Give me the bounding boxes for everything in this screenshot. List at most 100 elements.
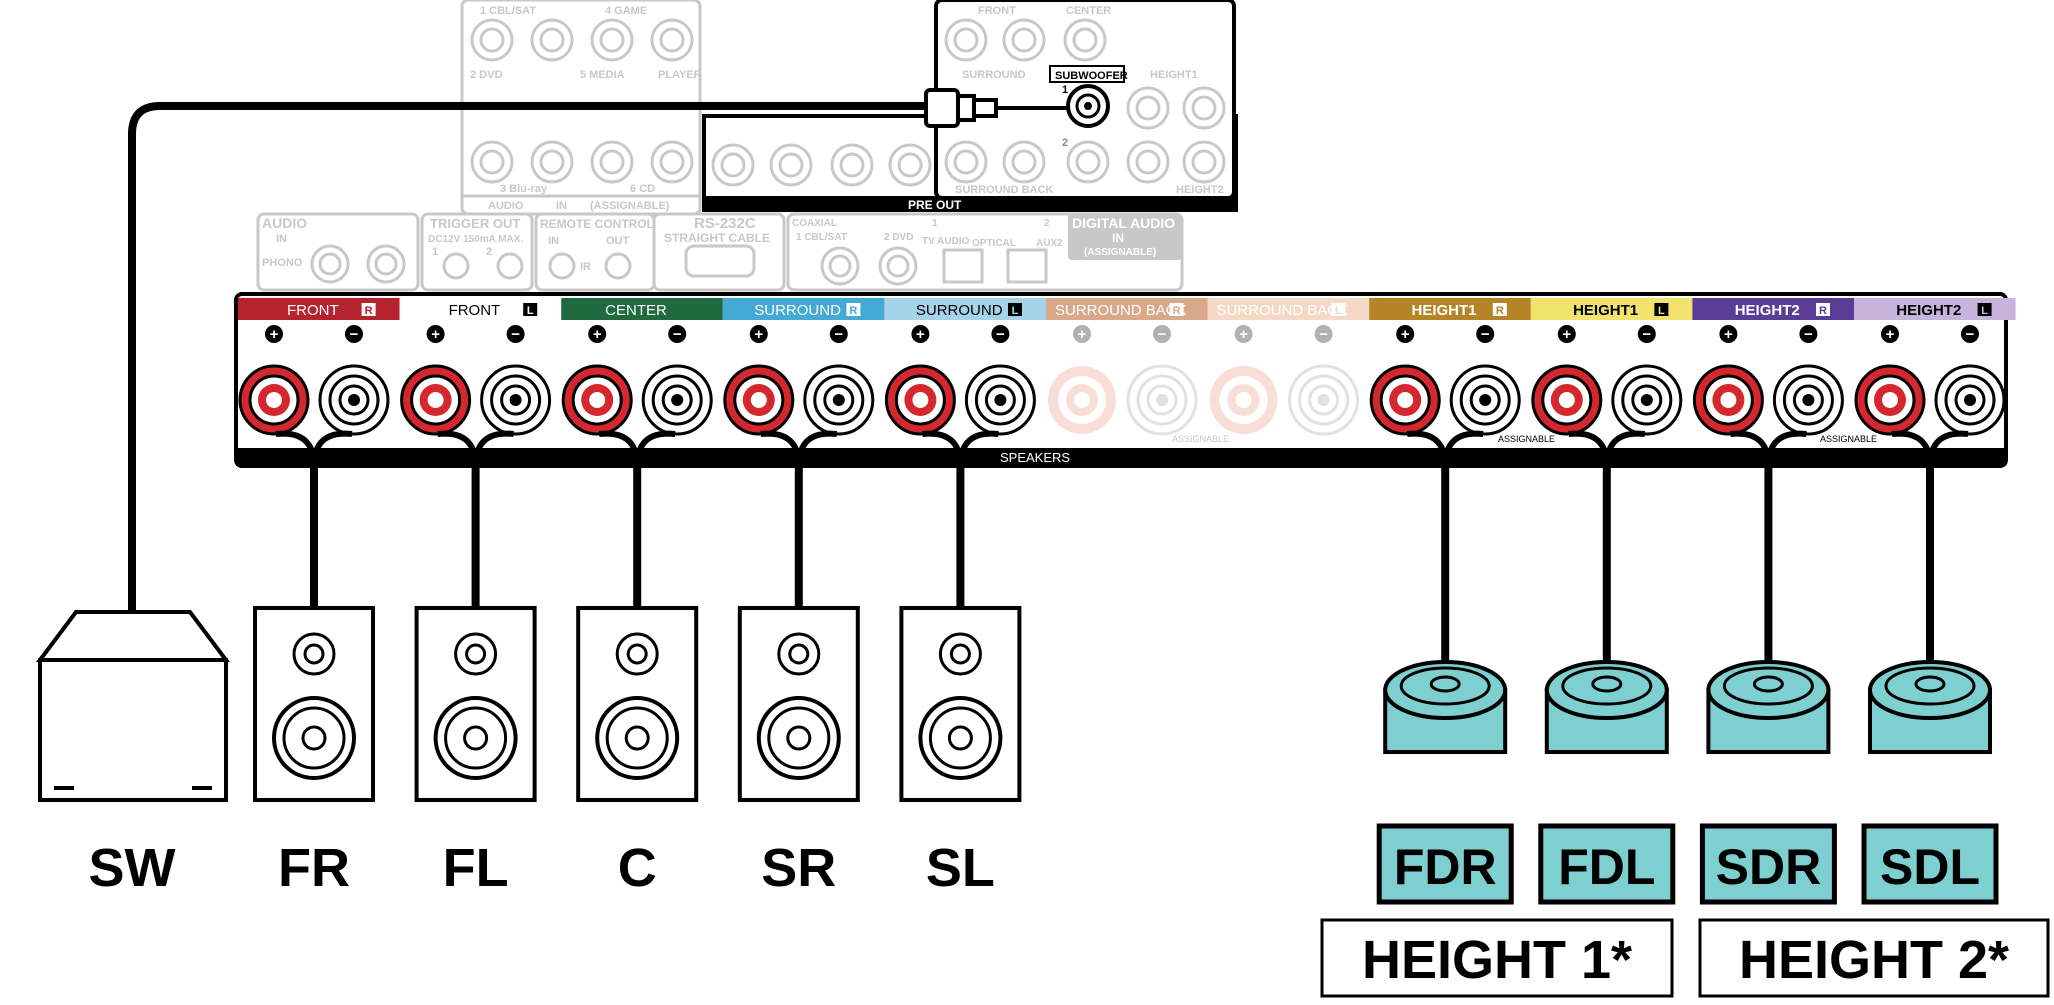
mid-row-panel (256, 212, 1184, 292)
subwoofer-jack[interactable] (1066, 84, 1110, 128)
input-label: 2 DVD (470, 69, 502, 81)
floor-speaker-sr: SR (737, 606, 860, 898)
pre-out-label: PRE OUT (908, 198, 962, 212)
svg-text:+: + (1401, 326, 1410, 343)
negative-post[interactable] (1126, 364, 1198, 436)
height-speaker-label: FDR (1394, 839, 1497, 895)
minus-icon: − (1961, 325, 1979, 343)
input-label: 3 Blu-ray (500, 183, 548, 195)
mid-label: 2 (1044, 218, 1050, 229)
negative-post[interactable] (480, 364, 552, 436)
minus-icon: − (345, 325, 363, 343)
positive-post[interactable] (884, 364, 956, 436)
negative-post[interactable] (803, 364, 875, 436)
wire-fork (922, 430, 999, 467)
positive-post[interactable] (400, 364, 472, 436)
side-badge (1169, 303, 1184, 316)
side-badge-letter: R (1173, 305, 1181, 317)
wire-fork (437, 430, 514, 467)
plus-icon: + (1719, 325, 1738, 343)
height-speaker-fdr: FDR (1376, 660, 1514, 905)
negative-post[interactable] (641, 364, 713, 436)
floor-speaker-label: SR (761, 838, 836, 898)
svg-text:−: − (673, 326, 682, 343)
side-badge-letter: L (1335, 305, 1342, 317)
terminal-label: SURROUND (916, 302, 1003, 319)
svg-text:−: − (996, 326, 1005, 343)
pre-out-surround-label: SURROUND (962, 69, 1026, 81)
side-badge (523, 303, 538, 316)
wire-fork (1730, 430, 1807, 467)
positive-post[interactable] (561, 364, 633, 436)
negative-post[interactable] (1772, 364, 1844, 436)
positive-post[interactable] (238, 364, 310, 436)
assignable-label: ASSIGNABLE (1172, 434, 1229, 444)
terminal-label: SURROUND BACK (1217, 302, 1349, 319)
negative-post[interactable] (318, 364, 390, 436)
terminal-color-band (1207, 298, 1370, 320)
minus-icon: − (668, 325, 687, 343)
plus-icon: + (1234, 325, 1253, 343)
mid-label: 1 (432, 246, 438, 258)
pre-out-front-label: FRONT (978, 5, 1016, 17)
speaker-terminal-1[interactable]: FRONT R + − (238, 298, 400, 467)
svg-text:+: + (270, 326, 279, 343)
mid-label: 2 (486, 246, 492, 258)
side-badge (1492, 303, 1507, 316)
height-speaker-label: FDL (1558, 839, 1655, 895)
subwoofer (36, 610, 230, 802)
svg-text:−: − (1642, 326, 1651, 343)
minus-icon: − (1637, 325, 1656, 343)
height-group-label: HEIGHT 2* (1739, 930, 2009, 990)
mid-label: IN (548, 235, 559, 247)
negative-post[interactable] (1934, 364, 2006, 436)
positive-post[interactable] (1692, 364, 1764, 436)
height-speaker-fdl: FDL (1538, 660, 1676, 905)
mid-label: IN (276, 233, 287, 245)
height-speaker-label: SDR (1716, 839, 1822, 895)
floor-speaker-label: FR (278, 838, 350, 898)
terminal-color-band (884, 298, 1046, 320)
terminal-label: FRONT (287, 302, 339, 319)
negative-post[interactable] (1449, 364, 1521, 436)
terminal-color-band (1046, 298, 1208, 320)
digital-audio-label: DIGITAL AUDIO (1072, 215, 1175, 231)
audio-input-panel (460, 0, 702, 216)
terminal-label: CENTER (605, 302, 667, 319)
svg-text:+: + (1078, 326, 1087, 343)
side-badge (361, 303, 376, 316)
plus-icon: + (1881, 325, 1899, 343)
positive-post[interactable] (1854, 364, 1926, 436)
side-badge-letter: L (1981, 305, 1988, 317)
positive-post[interactable] (1048, 366, 1116, 434)
negative-post[interactable] (1611, 364, 1683, 436)
height-group-label: HEIGHT 1* (1362, 930, 1632, 990)
plus-icon: + (588, 325, 607, 343)
negative-post[interactable] (964, 364, 1036, 436)
positive-post[interactable] (1209, 366, 1278, 434)
svg-text:−: − (1481, 326, 1490, 343)
svg-text:+: + (916, 326, 925, 343)
negative-post[interactable] (1288, 364, 1360, 436)
terminal-color-band (1530, 298, 1693, 320)
pre-out-panel: PRE OUT FRONT CENTER SURROUND HEIGHT1 SU… (702, 0, 1238, 212)
positive-post[interactable] (723, 364, 795, 436)
speaker-terminal-3[interactable]: CENTER + − (561, 298, 723, 467)
plus-icon: + (426, 325, 445, 343)
positive-post[interactable] (1369, 364, 1441, 436)
terminal-color-band (1692, 298, 1854, 320)
mid-label: STRAIGHT CABLE (664, 231, 770, 245)
floor-speaker-fr: FR (253, 606, 375, 898)
positive-post[interactable] (1531, 364, 1603, 436)
side-badge-letter: R (365, 305, 373, 317)
